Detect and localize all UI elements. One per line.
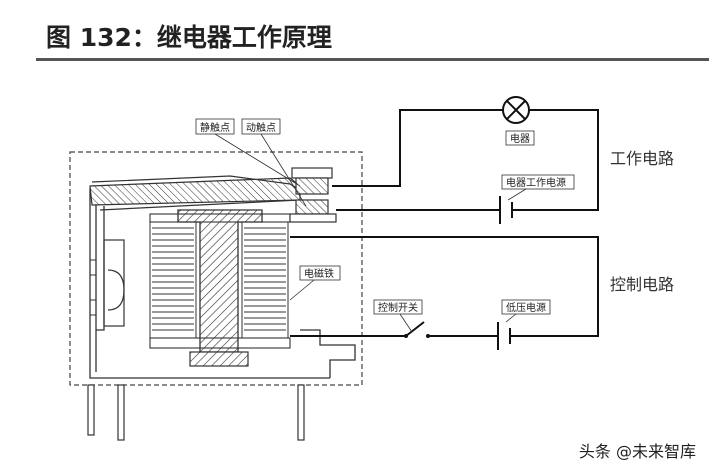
watermark: 头条 @未来智库 [578,442,696,461]
low-voltage-label-box [501,299,551,315]
armature [89,177,301,206]
work-battery-icon [499,196,513,224]
load-label: 电器 [510,132,530,145]
coil-right [241,221,289,339]
control-circuit-wires [290,236,599,337]
low-voltage-battery-icon [497,322,511,350]
coil-left [149,221,197,339]
static-contact-label: 静触点 [200,121,230,134]
electromagnet-label-box [299,265,341,281]
title-divider [36,58,709,61]
control-circuit-label: 控制电路 [610,275,674,294]
moving-contact-block [289,199,337,223]
lamp-icon [502,96,530,124]
control-switch-label-box [373,299,423,315]
body-slot [103,239,125,327]
moving-contact-strip [91,175,301,191]
work-power-label: 电器工作电源 [506,176,566,189]
static-contact-block [291,167,333,195]
work-circuit-label: 工作电路 [610,149,674,168]
figure-title: 图 132：继电器工作原理 [46,23,332,52]
terminal-pins [87,384,305,441]
relay-housing-outline [69,151,363,386]
electromagnet-label: 电磁铁 [304,267,334,280]
iron-core [177,209,263,353]
load-label-box [505,130,535,146]
control-switch-label: 控制开关 [378,301,418,314]
work-circuit-wires [332,109,599,211]
control-switch-icon [404,321,430,338]
low-voltage-power-label: 低压电源 [506,301,546,314]
work-power-label-box [501,174,575,190]
moving-contact-label: 动触点 [246,121,276,134]
